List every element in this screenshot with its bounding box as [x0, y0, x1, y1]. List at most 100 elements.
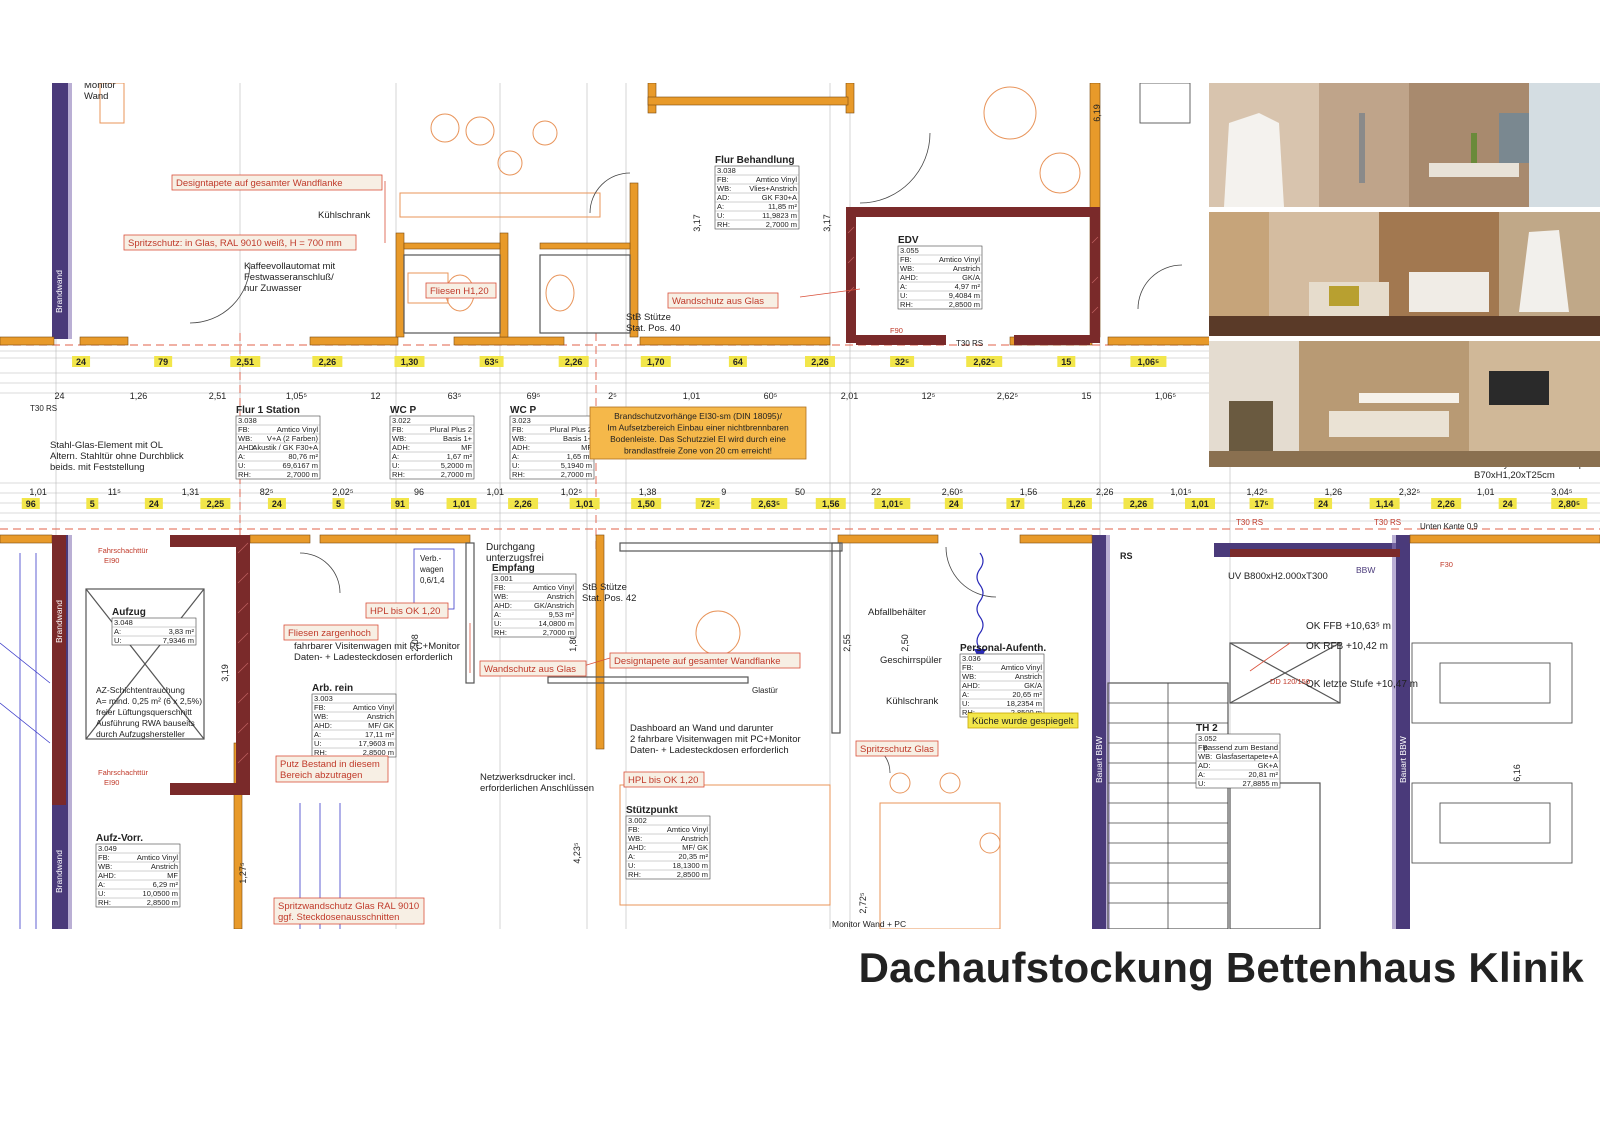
callout-text: Küche wurde gespiegelt	[972, 716, 1074, 727]
dimension-label: 2,02⁵	[332, 487, 354, 497]
kaffee-note: nur Zuwasser	[244, 283, 302, 294]
verb-wagen-note: 0,6/1,4	[420, 576, 445, 585]
room-attr-key: WB:	[900, 264, 914, 273]
level-note: OK FFB +10,63⁵ m	[1306, 621, 1391, 632]
room-attr-value: 18,2354 m	[1007, 699, 1042, 708]
vertical-dimension: 1,80	[568, 634, 578, 652]
room-attr-key: AHD:	[238, 443, 256, 452]
room-attr-value: Amtico Vinyl	[137, 853, 178, 862]
room-attr-key: WB:	[1198, 752, 1212, 761]
room-stamp-box	[509, 415, 595, 480]
dashboard-note: Dashboard an Wand und darunter	[630, 723, 773, 734]
brandwand-label: Brandwand	[54, 270, 64, 313]
room-attr-key: RH:	[962, 708, 975, 717]
room-attr-key: WB:	[98, 862, 112, 871]
room-attr-key: FB:	[392, 425, 404, 434]
room-number: 3.002	[628, 816, 647, 825]
monitor-wand-note: Wand	[84, 91, 108, 102]
room-attr-value: MF	[461, 443, 472, 452]
room-attr-value: 69,6167 m	[283, 461, 318, 470]
oben-note: Unten Kante 0,9	[1420, 522, 1478, 531]
room-attr-value: Plural Plus 2	[550, 425, 592, 434]
stuetze-note: StB Stütze	[626, 312, 671, 323]
room-attr-key: WB:	[628, 834, 642, 843]
room-number: 3.003	[314, 694, 333, 703]
room-attr-value: Amtico Vinyl	[277, 425, 318, 434]
brandschutz-box	[589, 406, 807, 460]
dimension-highlight	[154, 356, 173, 367]
az-note: Ausführung RWA bauseits	[96, 718, 195, 728]
dimension-label: 1,01	[1191, 499, 1209, 509]
t30rs-note: T30 RS	[1374, 518, 1401, 527]
vertical-dimension: 4,23⁵	[572, 842, 582, 864]
dimension-label: 1,05⁵	[286, 391, 308, 401]
callout-box	[123, 234, 357, 251]
dimension-label: 1,01	[486, 487, 504, 497]
dimension-label: 5	[336, 499, 341, 509]
vertical-dimension: 2,08	[410, 634, 420, 652]
dimension-label: 60⁵	[764, 391, 778, 401]
dimension-label: 2,26	[811, 357, 829, 367]
stahl-glas-note: Stahl-Glas-Element mit OL	[50, 440, 163, 451]
room-name: Arb. rein	[312, 683, 353, 694]
t30rs-note: T30 RS	[30, 404, 57, 413]
level-note: OK RFB +10,42 m	[1306, 641, 1388, 652]
callout-note: Küche wurde gespiegelt	[967, 712, 1079, 729]
dimension-highlight	[230, 356, 261, 367]
dimension-label: 69⁵	[527, 391, 541, 401]
dimension-label: 2⁵	[608, 391, 617, 401]
room-attr-key: FB:	[628, 825, 640, 834]
callout-note: Spritzschutz Glas	[855, 740, 939, 757]
room-attr-key: U:	[628, 861, 636, 870]
dimension-label: 91	[395, 499, 405, 509]
dimension-highlight	[21, 498, 40, 509]
callout-note: Fliesen H1,20	[425, 282, 497, 299]
dimension-highlight	[751, 498, 788, 509]
callout-box	[273, 897, 425, 925]
dimension-label: 79	[158, 357, 168, 367]
dimension-label: 1,02⁵	[561, 487, 583, 497]
dashboard-note: 2 fahrbare Visitenwagen mit PC+Monitor	[630, 734, 801, 745]
room-attr-value: MF/ GK	[368, 721, 394, 730]
room-attr-key: A:	[717, 202, 724, 211]
room-attr-key: A:	[238, 452, 245, 461]
room-name: Aufzug	[112, 607, 146, 618]
vertical-dimension: 6,19	[1092, 104, 1102, 122]
dimension-highlight	[479, 356, 504, 367]
bauart-label: Bauart BBW	[1094, 736, 1104, 783]
floor-plan: 24792,512,261,3063⁵2,261,70642,2632⁵2,62…	[0, 83, 1600, 929]
dimension-highlight	[640, 356, 671, 367]
room-attr-key: U:	[98, 889, 106, 898]
dimension-label: 1,31	[182, 487, 200, 497]
room-attr-key: A:	[900, 282, 907, 291]
room-attr-value: Anstrich	[681, 834, 708, 843]
room-name: Stützpunkt	[626, 805, 678, 816]
callout-box	[171, 174, 383, 191]
dimension-label: 1,56	[1020, 487, 1038, 497]
room-attr-value: 2,8500 m	[147, 898, 178, 907]
dimension-label: 24	[54, 391, 64, 401]
room-attr-value: 17,9603 m	[359, 739, 394, 748]
az-note: A= mind. 0,25 m² (6 x 2,5%)	[96, 696, 202, 706]
dimension-highlight	[1551, 498, 1588, 509]
dimension-label: 1,42⁵	[1247, 487, 1269, 497]
room-attr-value: Amtico Vinyl	[939, 255, 980, 264]
room-number: 3.048	[114, 618, 133, 627]
vertical-dimension: 3,19	[220, 664, 230, 682]
dimension-label: 2,26	[319, 357, 337, 367]
room-stamp-box	[491, 573, 577, 638]
dimension-label: 2,62⁵	[973, 357, 995, 367]
geschirr-note: Geschirrspüler	[880, 655, 942, 666]
room-attr-key: AHD:	[98, 871, 116, 880]
dimension-highlight	[569, 498, 600, 509]
room-attr-value: MF	[167, 871, 178, 880]
dimension-label: 2,60⁵	[942, 487, 964, 497]
fahrschacht-note: Fahrschachttür	[98, 546, 149, 555]
dimension-label: 2,26	[565, 357, 583, 367]
room-attr-value: 11,85 m²	[768, 202, 798, 211]
room-attr-value: MF/ GK	[682, 843, 708, 852]
dimension-label: 2,51	[209, 391, 227, 401]
